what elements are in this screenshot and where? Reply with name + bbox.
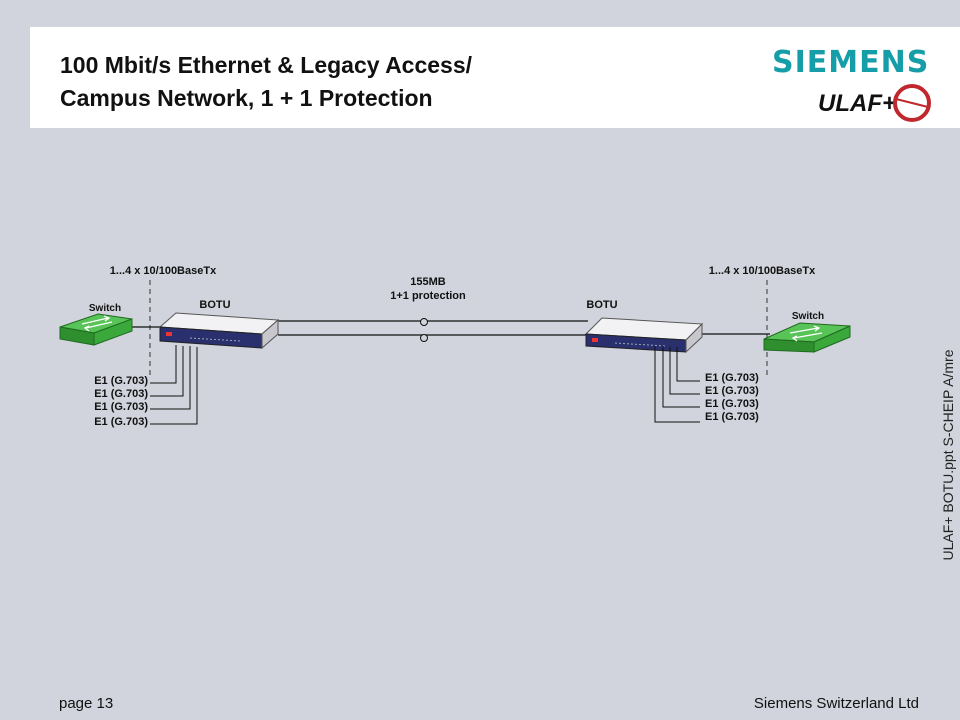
left-device-label: BOTU — [199, 299, 230, 311]
link-connector-top — [420, 318, 428, 326]
left-e1-label-1: E1 (G.703) — [94, 375, 148, 387]
company-name: Siemens Switzerland Ltd — [753, 695, 919, 712]
right-switch-icon: Switch — [763, 311, 851, 353]
right-device-label: BOTU — [586, 299, 617, 311]
left-ethernet-label: 1...4 x 10/100BaseTx — [110, 265, 217, 277]
left-e1-lines — [150, 345, 198, 425]
slide-title-line-1: 100 Mbit/s Ethernet & Legacy Access/ — [60, 52, 473, 78]
left-e1-label-4: E1 (G.703) — [94, 416, 148, 428]
side-file-note: ULAF+ BOTU.ppt S-CHEIP A/mre — [940, 349, 956, 561]
right-e1-label-1: E1 (G.703) — [705, 372, 759, 384]
left-botu-device: BOTU — [158, 299, 280, 350]
right-ethernet-label: 1...4 x 10/100BaseTx — [709, 265, 816, 277]
right-e1-lines — [654, 346, 700, 423]
right-botu-device: BOTU — [584, 299, 704, 354]
ulaf-logo: ULAF+ — [818, 84, 931, 122]
ulaf-logo-text: ULAF+ — [818, 90, 896, 117]
page-number: page 13 — [59, 695, 114, 712]
left-switch-label: Switch — [89, 303, 121, 314]
left-switch-icon: Switch — [59, 303, 133, 346]
right-e1-label-2: E1 (G.703) — [705, 385, 759, 397]
right-switch-label: Switch — [792, 311, 824, 322]
link-label-155mb: 155MB — [410, 276, 446, 288]
link-label-protection: 1+1 protection — [390, 290, 466, 302]
right-e1-label-4: E1 (G.703) — [705, 411, 759, 423]
slide-title-line-2: Campus Network, 1 + 1 Protection — [60, 85, 433, 111]
left-e1-label-2: E1 (G.703) — [94, 388, 148, 400]
right-e1-label-3: E1 (G.703) — [705, 398, 759, 410]
left-e1-label-3: E1 (G.703) — [94, 401, 148, 413]
link-connector-bottom — [420, 334, 428, 342]
title-bar: 100 Mbit/s Ethernet & Legacy Access/ Cam… — [30, 27, 960, 128]
siemens-logo: SIEMENS — [772, 45, 930, 80]
